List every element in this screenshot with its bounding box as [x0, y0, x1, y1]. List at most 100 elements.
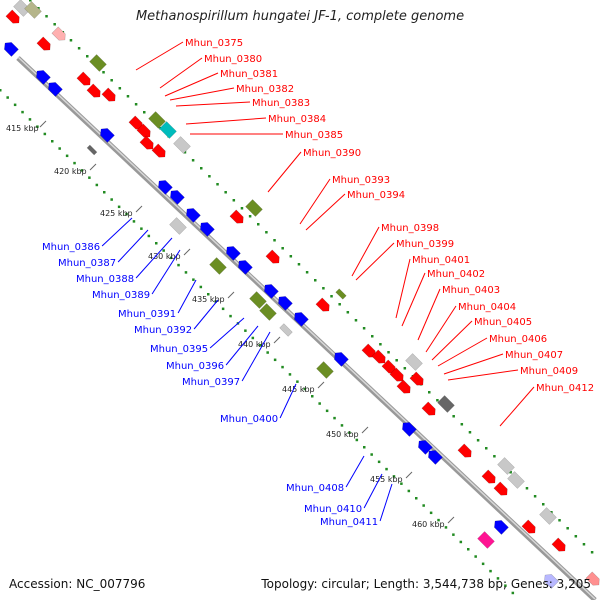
guide-dot	[403, 367, 407, 370]
guide-dot	[297, 263, 301, 266]
guide-dot	[134, 103, 138, 106]
guide-dot	[415, 497, 418, 500]
forward-gene-label: Mhun_0384	[268, 114, 326, 125]
forward-gene-27	[396, 379, 411, 394]
guide-dot	[558, 519, 561, 522]
forward-gene-21	[335, 288, 347, 300]
guide-dot	[43, 132, 47, 136]
guide-dot	[422, 504, 425, 507]
reverse-feature-2	[169, 217, 187, 235]
guide-dot	[221, 307, 225, 311]
guide-dot	[363, 446, 366, 449]
leader-line	[417, 288, 441, 341]
guide-dot	[311, 395, 314, 398]
forward-gene-31	[457, 443, 472, 458]
guide-dot	[199, 285, 203, 289]
forward-gene-label: Mhun_0407	[505, 350, 563, 361]
guide-dot	[338, 303, 341, 306]
forward-gene-label: Mhun_0406	[489, 334, 547, 345]
tick-label: 445 kbp	[282, 385, 315, 394]
guide-dot	[574, 535, 578, 538]
guide-dot	[147, 234, 151, 238]
leader-line	[355, 242, 395, 281]
guide-dot	[550, 511, 553, 514]
leader-line	[431, 320, 473, 361]
guide-dot	[525, 487, 529, 490]
guide-dot	[325, 409, 329, 413]
forward-gene-label: Mhun_0375	[185, 38, 243, 49]
guide-dot	[36, 125, 39, 128]
forward-gene-22	[361, 343, 376, 358]
guide-dot	[459, 540, 463, 544]
forward-gene-label: Mhun_0403	[442, 285, 500, 296]
reverse-gene-label: Mhun_0387	[58, 258, 116, 269]
forward-gene-label: Mhun_0383	[252, 98, 310, 109]
reverse-gene-label: Mhun_0391	[118, 309, 176, 320]
forward-gene-23	[371, 349, 386, 364]
guide-dot	[273, 358, 277, 362]
forward-gene-2	[24, 1, 42, 19]
guide-dot	[476, 439, 480, 442]
guide-dot	[265, 231, 268, 234]
guide-dot	[53, 23, 56, 26]
guide-dot	[207, 293, 210, 296]
leader-line	[164, 72, 219, 97]
guide-dot	[489, 569, 492, 573]
guide-dot	[229, 314, 232, 318]
reverse-gene-label: Mhun_0392	[134, 325, 192, 336]
guide-dot	[273, 239, 276, 242]
reverse-feature-7	[316, 361, 334, 379]
guide-dot	[377, 460, 381, 464]
guide-dot	[266, 351, 269, 354]
reverse-gene-19	[544, 574, 559, 589]
reverse-gene-16	[418, 440, 433, 455]
reverse-gene-5	[158, 180, 173, 195]
forward-gene-12	[148, 111, 166, 129]
guide-dot	[400, 482, 403, 485]
forward-gene-7	[76, 71, 91, 86]
guide-dot	[126, 95, 130, 98]
guide-dot	[155, 242, 158, 245]
guide-dot	[387, 351, 390, 354]
forward-gene-30	[437, 395, 455, 413]
guide-dot	[110, 79, 113, 82]
reverse-gene-3	[48, 82, 63, 97]
forward-gene-15	[151, 143, 166, 158]
genome-backbone-highlight	[17, 56, 596, 600]
guide-dot	[305, 271, 309, 274]
forward-gene-29	[421, 401, 436, 416]
reverse-gene-label: Mhun_0400	[220, 414, 278, 425]
guide-dot	[65, 154, 69, 158]
guide-dot	[452, 533, 455, 536]
tick-mark	[89, 163, 97, 171]
guide-dot	[177, 263, 180, 267]
forward-gene-label: Mhun_0401	[412, 255, 470, 266]
reverse-gene-17	[428, 450, 443, 465]
leader-line	[135, 41, 184, 71]
forward-gene-label: Mhun_0409	[520, 366, 578, 377]
tick-mark	[361, 426, 369, 434]
forward-gene-19	[265, 249, 280, 264]
guide-dot	[392, 475, 396, 478]
guide-dot	[86, 55, 89, 58]
topology-text: Topology: circular; Length: 3,544,738 bp…	[261, 577, 591, 591]
reverse-gene-label: Mhun_0410	[304, 504, 362, 515]
guide-dot	[28, 118, 32, 121]
guide-dot	[240, 207, 244, 210]
forward-gene-26	[405, 353, 423, 371]
guide-dot	[407, 489, 411, 493]
guide-dot	[192, 278, 195, 281]
tick-mark	[317, 381, 325, 389]
leader-line	[425, 305, 457, 353]
guide-dot	[80, 169, 84, 172]
guide-dot	[51, 140, 54, 143]
guide-dot	[110, 198, 113, 201]
tick-label: 415 kbp	[6, 124, 39, 133]
guide-dot	[232, 199, 236, 202]
leader-line	[159, 57, 203, 89]
guide-dot	[21, 110, 24, 114]
reverse-gene-13	[294, 312, 309, 327]
leader-line	[401, 272, 426, 327]
leader-line	[225, 325, 259, 366]
